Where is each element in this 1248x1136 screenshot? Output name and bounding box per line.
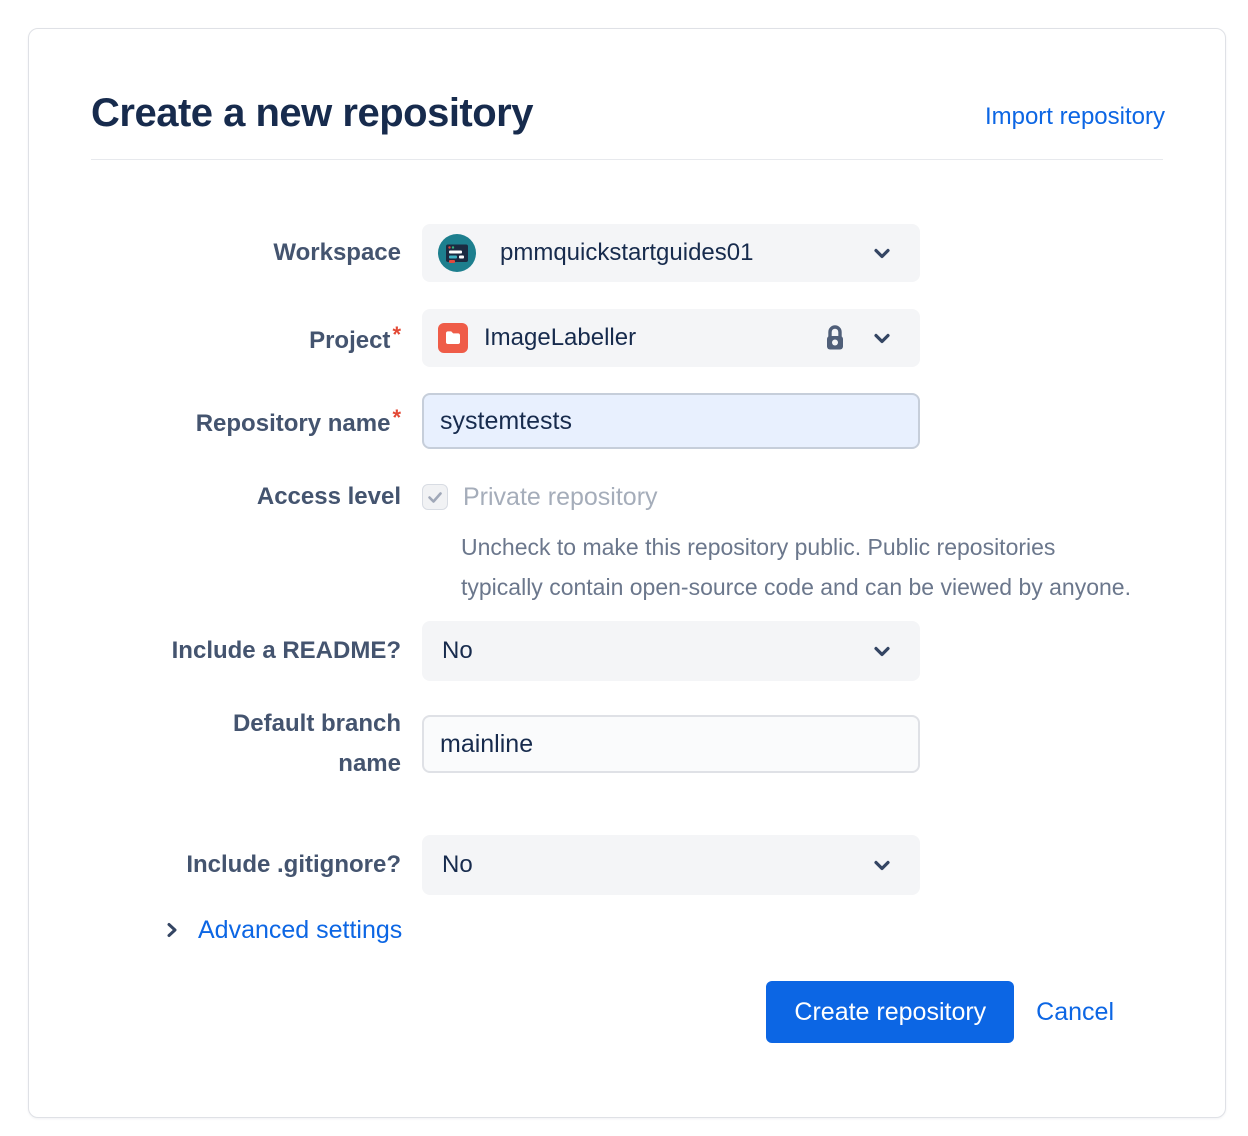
private-repository-label: Private repository [463,482,658,511]
include-readme-row: Include a README? No [89,621,1225,681]
create-repository-dialog: Create a new repository Import repositor… [28,28,1226,1118]
chevron-down-icon [870,853,894,877]
include-readme-label: Include a README? [171,637,401,664]
chevron-right-icon [167,923,177,937]
default-branch-label: Default branch name [232,710,401,777]
include-gitignore-value: No [442,851,473,878]
chevron-down-icon [870,241,894,265]
access-level-control: Private repository Uncheck to make this … [422,482,1142,607]
repository-name-row: Repository name* [89,393,1225,449]
required-asterisk: * [392,322,401,347]
access-level-label: Access level [256,483,401,510]
chevron-down-icon [870,639,894,663]
include-readme-value: No [442,637,473,664]
dialog-header: Create a new repository Import repositor… [29,29,1225,137]
dialog-actions: Create repository Cancel [89,981,1225,1043]
create-repository-button[interactable]: Create repository [766,981,1015,1043]
private-repository-checkbox[interactable] [422,484,448,510]
access-level-helper-text: Uncheck to make this repository public. … [461,534,1131,600]
include-gitignore-select[interactable]: No [422,835,920,895]
default-branch-input[interactable] [422,715,920,773]
workspace-label: Workspace [273,239,401,266]
include-gitignore-label: Include .gitignore? [186,851,401,878]
workspace-value: pmmquickstartguides01 [500,239,754,266]
workspace-row: Workspace pmmquickstartguides01 [89,224,1225,282]
project-folder-icon [438,323,468,353]
advanced-settings-toggle[interactable]: Advanced settings [161,915,402,945]
repository-name-input[interactable] [422,393,920,449]
project-row: Project* ImageLabeller [89,309,1225,367]
checkmark-icon [428,492,442,503]
advanced-settings-label: Advanced settings [198,915,403,944]
lock-icon [822,323,848,353]
project-value: ImageLabeller [484,324,637,351]
project-label: Project* [309,322,401,354]
private-repository-option: Private repository [422,482,1142,512]
required-asterisk: * [392,405,401,430]
header-divider [91,159,1163,160]
chevron-down-icon [870,326,894,350]
workspace-avatar [438,234,476,272]
access-level-row: Access level Private repository Uncheck … [89,482,1225,607]
create-repository-form: Workspace pmmquickstartguides01 [29,160,1225,1043]
cancel-link[interactable]: Cancel [1036,997,1114,1026]
page-title: Create a new repository [91,91,534,135]
import-repository-link[interactable]: Import repository [984,103,1165,130]
workspace-select[interactable]: pmmquickstartguides01 [422,224,920,282]
repository-name-label: Repository name* [195,405,401,437]
include-gitignore-row: Include .gitignore? No [89,835,1225,895]
include-readme-select[interactable]: No [422,621,920,681]
default-branch-row: Default branch name [89,704,1225,784]
project-select[interactable]: ImageLabeller [422,309,920,367]
